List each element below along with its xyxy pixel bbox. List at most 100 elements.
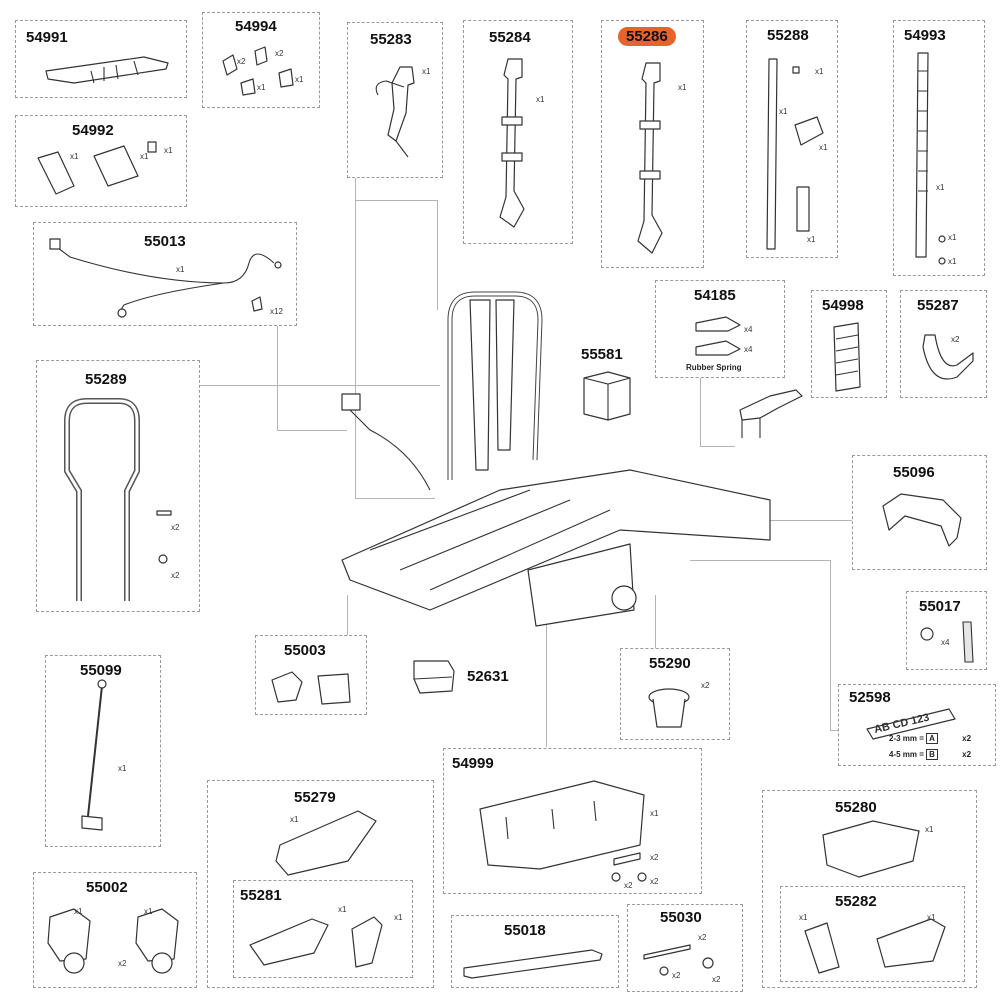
part-number: 55018: [504, 922, 546, 939]
part-number: 55279: [294, 789, 336, 806]
part-box-54998[interactable]: 54998: [811, 290, 887, 398]
part-box-55284[interactable]: 55284 x1: [463, 20, 573, 244]
qty-label: x1: [144, 907, 153, 916]
part-box-52598[interactable]: 52598 AB CD 123 2-3 mm = A x2 4-5 mm = B…: [838, 684, 996, 766]
part-number: 55030: [660, 909, 702, 926]
part-box-55013[interactable]: 55013 x1 x12: [33, 222, 297, 326]
leader-line: [200, 385, 440, 386]
qty-label: x4: [744, 345, 753, 354]
leader-line: [730, 520, 852, 521]
buckle-set-icon: [37, 141, 157, 195]
part-box-54992[interactable]: 54992 x1 x1 x1: [15, 115, 187, 207]
qty-label: x1: [948, 233, 957, 242]
part-box-55287[interactable]: 55287 x2: [900, 290, 987, 398]
qty-label: x1: [678, 83, 687, 92]
part-box-55003[interactable]: 55003: [255, 635, 367, 715]
part-number: 55281: [240, 887, 282, 904]
qty-label: x1: [74, 907, 83, 916]
qty-label: x2: [698, 933, 707, 942]
part-box-55290[interactable]: 55290 x2: [620, 648, 730, 740]
mounting-plate-icon: [479, 780, 647, 882]
part-number[interactable]: 55581: [581, 346, 623, 363]
qty-label: x1: [70, 152, 79, 161]
leader-line: [277, 320, 278, 430]
qty-label: x12: [270, 307, 283, 316]
lamp-cover-icon: [275, 810, 377, 876]
qty-label: x2: [650, 877, 659, 886]
wiring-cable-icon: [49, 238, 282, 318]
rod-icon: [81, 679, 107, 831]
qty-label: x2: [275, 49, 284, 58]
part-number: 55282: [835, 893, 877, 910]
number-plate-icon: AB CD 123: [866, 708, 956, 740]
part-box-55017[interactable]: 55017 x4: [906, 591, 987, 670]
leader-line: [437, 200, 438, 310]
leader-line: [355, 200, 438, 201]
part-box-54993[interactable]: 54993 x1 x1 x1: [893, 20, 985, 276]
spacer-row: 4-5 mm = B x2: [889, 749, 971, 760]
qty-label: x2: [237, 57, 246, 66]
qty-label: x2: [171, 523, 180, 532]
part-box-55002[interactable]: 55002 x1 x1 x2: [33, 872, 197, 988]
bike-carrier-assembly: [341, 291, 771, 627]
qty-label: x1: [394, 913, 403, 922]
qty-label: x1: [819, 143, 828, 152]
part-number: 55283: [370, 31, 412, 48]
part-box-55096[interactable]: 55096: [852, 455, 987, 570]
part-box-54994[interactable]: 54994 x2 x2 x1 x1: [202, 12, 320, 108]
clamp-lever-icon: [739, 389, 803, 438]
part-number: 54991: [26, 29, 68, 46]
part-number: 54993: [904, 27, 946, 44]
qty-label: x2: [672, 971, 681, 980]
spacer-key: A: [926, 733, 938, 744]
part-box-55281[interactable]: 55281 x1 x1: [233, 880, 413, 978]
qty-label: x1: [290, 815, 299, 824]
frame-holder-icon: [375, 66, 415, 158]
leader-line: [655, 595, 656, 648]
qty-label: x1: [338, 905, 347, 914]
qty-label: x1: [927, 913, 936, 922]
qty-label: x1: [936, 183, 945, 192]
leader-line: [355, 178, 356, 498]
part-number: 55013: [144, 233, 186, 250]
rubber-spring-icon: [695, 316, 741, 356]
part-number[interactable]: 52631: [467, 668, 509, 685]
part-box-55030[interactable]: 55030 x2 x2 x2: [627, 904, 743, 992]
part-box-54991[interactable]: 54991: [15, 20, 187, 98]
qty-label: x2: [171, 571, 180, 580]
qty-label: x1: [925, 825, 934, 834]
part-number: 55096: [893, 464, 935, 481]
part-box-55288[interactable]: 55288 x1 x1 x1 x1: [746, 20, 838, 258]
qty-label: x2: [624, 881, 633, 890]
part-box-55289[interactable]: 55289 x2 x2: [36, 360, 200, 612]
leader-line: [277, 430, 347, 431]
part-box-54999[interactable]: 54999 x1 x2 x2 x2: [443, 748, 702, 894]
part-number: 54185: [694, 287, 736, 304]
part-number: 55290: [649, 655, 691, 672]
leader-line: [700, 378, 701, 446]
long-strap-icon: [915, 52, 946, 265]
clip-set-icon: [222, 46, 294, 96]
part-box-55286[interactable]: 55286 x1: [601, 20, 704, 268]
part-number: 55288: [767, 27, 809, 44]
part-number: 55003: [284, 642, 326, 659]
part-number: 55289: [85, 371, 127, 388]
part-number: 54999: [452, 755, 494, 772]
spacer-label: 4-5 mm =: [889, 750, 924, 759]
qty-label: x1: [536, 95, 545, 104]
qty-label: x1: [815, 67, 824, 76]
qty-label: x2: [951, 335, 960, 344]
part-number: 55280: [835, 799, 877, 816]
lamp-lens-icon: [249, 916, 383, 968]
part-box-55282[interactable]: 55282 x1 x1: [780, 886, 965, 982]
part-box-55283[interactable]: 55283 x1: [347, 22, 443, 178]
part-box-55099[interactable]: 55099 x1: [45, 655, 161, 847]
handle-icon: [882, 493, 962, 547]
qty-label: x1: [422, 67, 431, 76]
part-number: 54994: [235, 18, 277, 35]
wheel-holder-icon: [922, 334, 974, 380]
rear-lens-icon: [804, 918, 946, 974]
qty-label: x2: [962, 750, 972, 759]
part-box-54185[interactable]: 54185 x4 x4 Rubber Spring: [655, 280, 785, 378]
part-box-55018[interactable]: 55018: [451, 915, 619, 988]
